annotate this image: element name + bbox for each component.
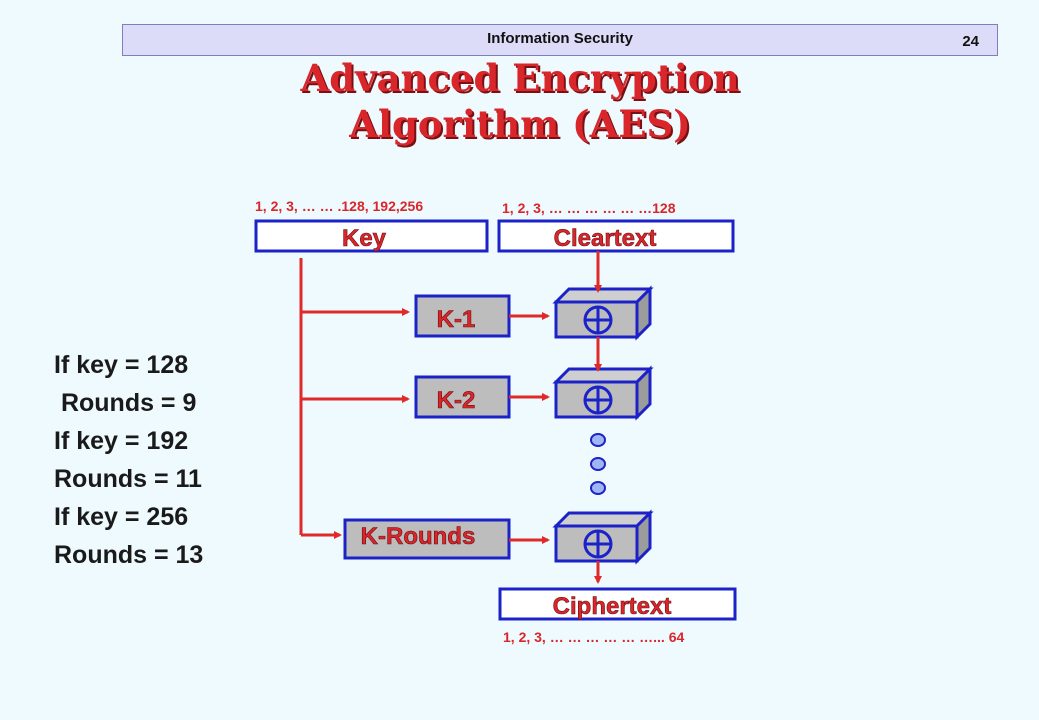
round-key-box-1 xyxy=(414,294,511,338)
cleartext-range-label: 1, 2, 3, … … … … … …128 xyxy=(502,200,676,216)
rounds-list: If key = 128 Rounds = 9 If key = 192 Rou… xyxy=(54,346,203,574)
ciphertext-box xyxy=(498,587,737,621)
key-range-label: 1, 2, 3, … … .128, 192,256 xyxy=(255,198,423,214)
page-number: 24 xyxy=(962,33,979,50)
cleartext-box xyxy=(497,219,735,253)
rounds-line: If key = 192 xyxy=(54,427,189,455)
ciphertext-label: Ciphertext xyxy=(553,593,672,620)
slide-title-line1: Advanced Encryption xyxy=(300,56,740,100)
rounds-line: Rounds = 13 xyxy=(54,541,204,569)
slide-header: Information Security 24 xyxy=(122,24,998,56)
rounds-line: Rounds = 11 xyxy=(54,465,202,493)
rounds-line: Rounds = 9 xyxy=(54,389,197,417)
key-box xyxy=(254,219,489,253)
cleartext-label: Cleartext xyxy=(554,225,657,252)
xor-block-1 xyxy=(552,285,654,341)
round-key-label-1: K-1 xyxy=(437,306,476,333)
round-key-label-2: K-2 xyxy=(437,387,476,414)
xor-block-final xyxy=(552,509,654,565)
continuation-dot xyxy=(590,433,606,447)
round-key-box-2 xyxy=(414,375,511,419)
round-key-label-final: K-Rounds xyxy=(361,523,476,550)
xor-block-2 xyxy=(552,365,654,421)
ciphertext-range-label: 1, 2, 3, … … … … … …... 64 xyxy=(503,629,684,645)
header-title: Information Security xyxy=(487,30,633,47)
key-label: Key xyxy=(342,225,387,252)
rounds-line: If key = 128 xyxy=(54,351,189,379)
slide-title-line2: Algorithm (AES) xyxy=(349,102,691,146)
continuation-dot xyxy=(590,457,606,471)
rounds-line: If key = 256 xyxy=(54,503,189,531)
continuation-dot xyxy=(590,481,606,495)
